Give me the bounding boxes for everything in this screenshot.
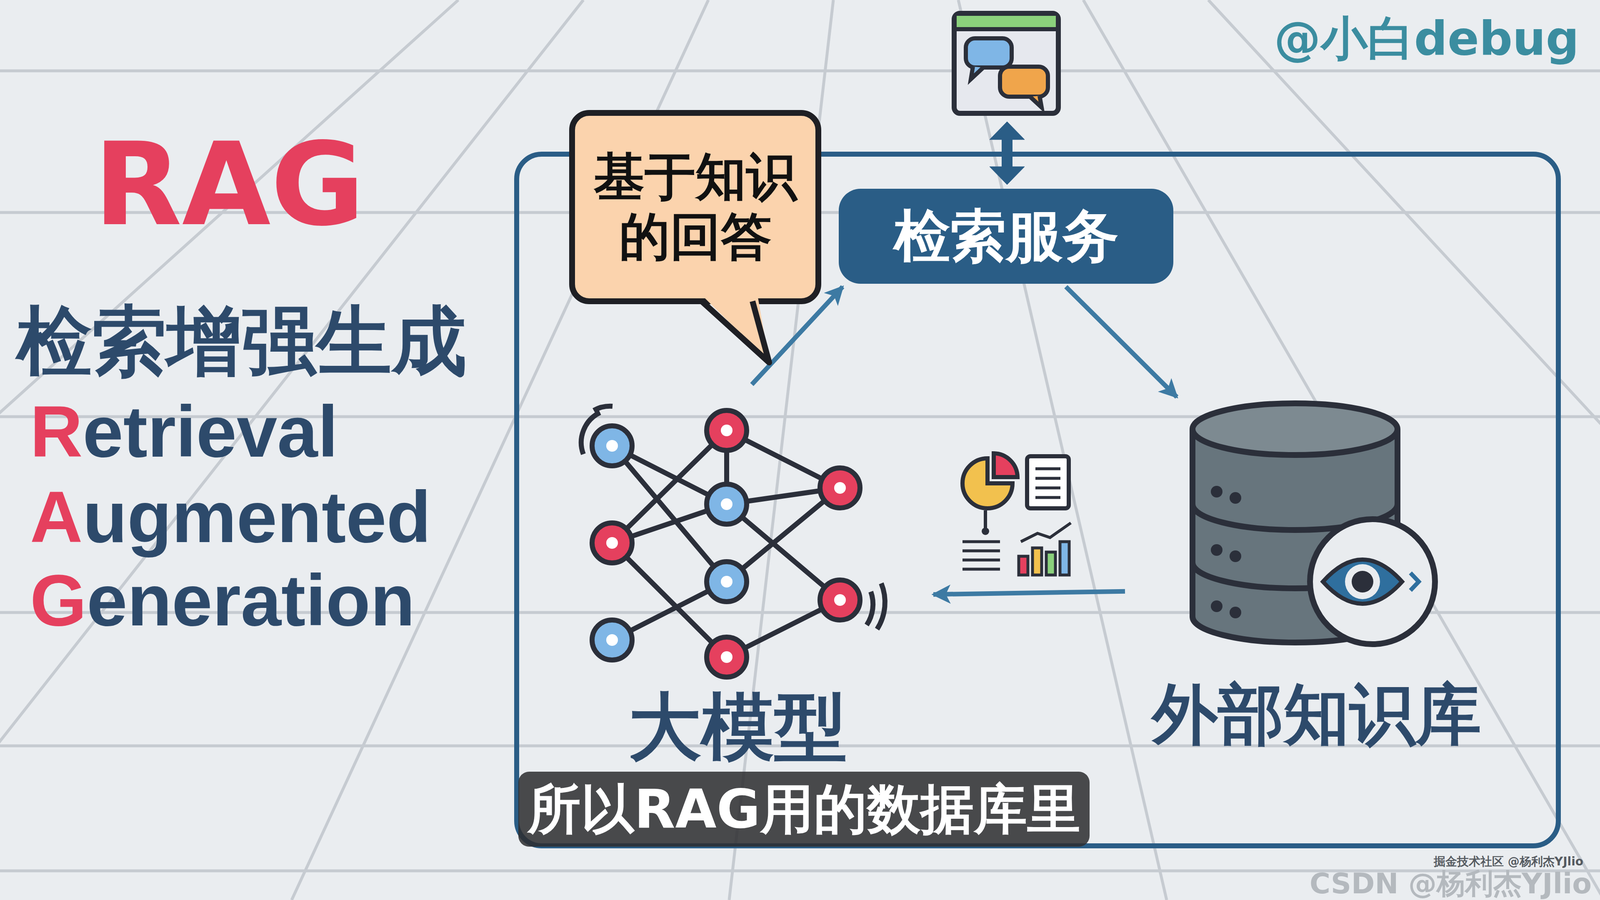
neural-network-icon	[820, 580, 860, 620]
chat-window-icon	[956, 15, 1056, 28]
neural-network-icon	[581, 406, 885, 658]
double-arrow	[989, 121, 1025, 185]
data-icons	[962, 567, 1000, 571]
neural-network-icon	[706, 561, 747, 602]
data-icons	[1060, 541, 1070, 575]
neural-network-icon	[706, 410, 747, 451]
grid-lines	[958, 0, 1167, 900]
database-icon	[1410, 572, 1419, 591]
bubble-tail	[569, 110, 822, 377]
database-icon	[1210, 544, 1223, 556]
neural-network-icon	[706, 484, 747, 525]
data-icons	[981, 527, 990, 535]
double-arrow	[989, 121, 1025, 140]
neural-network-icon	[592, 410, 860, 678]
video-subtitle-box: 所以RAG用的数据库里	[518, 771, 1090, 847]
acronym-word: Generation	[30, 558, 415, 643]
neural-network-icon	[720, 575, 733, 588]
data-icons	[1046, 552, 1056, 575]
author-watermark: @小白debug	[1274, 11, 1580, 66]
neural-network-icon	[834, 594, 846, 606]
neural-network-icon	[706, 637, 747, 678]
neural-network-icon	[606, 634, 618, 646]
database-icon	[1210, 485, 1242, 619]
database-icon	[1229, 492, 1242, 504]
database-icon	[1322, 559, 1403, 604]
data-icons	[1035, 486, 1061, 490]
neural-network-icon	[606, 424, 846, 663]
grid-lines	[0, 69, 1600, 73]
neural-network-icon	[592, 522, 633, 563]
neural-network-icon	[720, 498, 733, 510]
flow-arrow	[1065, 286, 1177, 398]
chat-window-icon	[1030, 95, 1042, 108]
data-icons	[962, 558, 1000, 562]
data-icons	[1027, 456, 1069, 509]
flow-arrow	[933, 591, 1125, 595]
data-icons	[962, 540, 1000, 544]
bubble-tail	[701, 301, 770, 363]
node-label: 检索服务	[893, 202, 1119, 270]
chat-window-icon	[954, 27, 1059, 32]
database-node: 外部知识库	[1129, 400, 1505, 755]
neural-network-icon	[866, 591, 873, 625]
speech-bubble: 基于知识的回答	[569, 110, 822, 305]
data-icons	[993, 453, 1018, 478]
node-label: 外部知识库	[1129, 675, 1505, 755]
data-icons	[1035, 467, 1061, 471]
double-arrow	[1001, 137, 1013, 167]
database-icon	[1345, 564, 1380, 600]
neural-network-icon	[581, 406, 885, 678]
chat-window-icon	[1000, 66, 1048, 97]
double-arrow	[989, 166, 1025, 185]
neural-network-icon	[720, 424, 733, 437]
data-icons	[1032, 547, 1042, 575]
data-icons	[1018, 556, 1028, 575]
subtitle-cn: 检索增强生成	[16, 297, 467, 385]
database-icon	[1210, 485, 1223, 498]
grid-lines	[0, 0, 459, 900]
chat-window-icon	[970, 66, 984, 80]
data-icons	[1020, 522, 1071, 542]
database-icon	[1310, 519, 1435, 645]
neural-network-icon	[592, 620, 633, 660]
data-icons	[1035, 477, 1061, 480]
database-icon	[1229, 550, 1242, 563]
chat-window-icon	[965, 38, 1012, 68]
data-icons	[1018, 522, 1071, 575]
neural-network-icon	[877, 583, 885, 630]
title-text: RAG	[93, 118, 365, 251]
database-icon	[1192, 403, 1435, 645]
neural-network-icon	[606, 537, 618, 549]
database-icon	[1210, 600, 1223, 613]
model-node: 大模型	[545, 387, 930, 771]
node-label: 大模型	[545, 683, 930, 771]
site-watermark: 掘金技术社区 @杨利杰YJlio	[1433, 855, 1584, 869]
data-icons	[983, 510, 988, 530]
neural-network-icon	[592, 425, 633, 466]
chat-window-icon	[954, 13, 1059, 114]
service-box: 检索服务	[838, 188, 1174, 284]
grid-lines	[0, 0, 584, 900]
acronym-word: Retrieval	[30, 389, 338, 474]
database-icon	[1192, 403, 1398, 455]
node-label: 基于知识的回答	[591, 147, 800, 268]
neural-network-icon	[593, 406, 613, 411]
neural-network-icon	[606, 440, 618, 452]
grid-lines	[1083, 0, 1600, 900]
chat-window-icon	[954, 13, 1059, 114]
database-icon	[1351, 570, 1374, 593]
neural-network-icon	[820, 467, 860, 508]
acronym-word: Augmented	[30, 475, 432, 559]
neural-network-icon	[720, 651, 733, 663]
data-icons	[1035, 496, 1061, 500]
database-icon	[1229, 606, 1242, 619]
csdn-watermark: CSDN @杨利杰YJlio	[1309, 867, 1592, 900]
subtitle-text: 所以RAG用的数据库里	[527, 777, 1081, 842]
neural-network-icon	[834, 482, 846, 494]
data-icons	[962, 549, 1000, 553]
data-icons	[962, 453, 1071, 575]
